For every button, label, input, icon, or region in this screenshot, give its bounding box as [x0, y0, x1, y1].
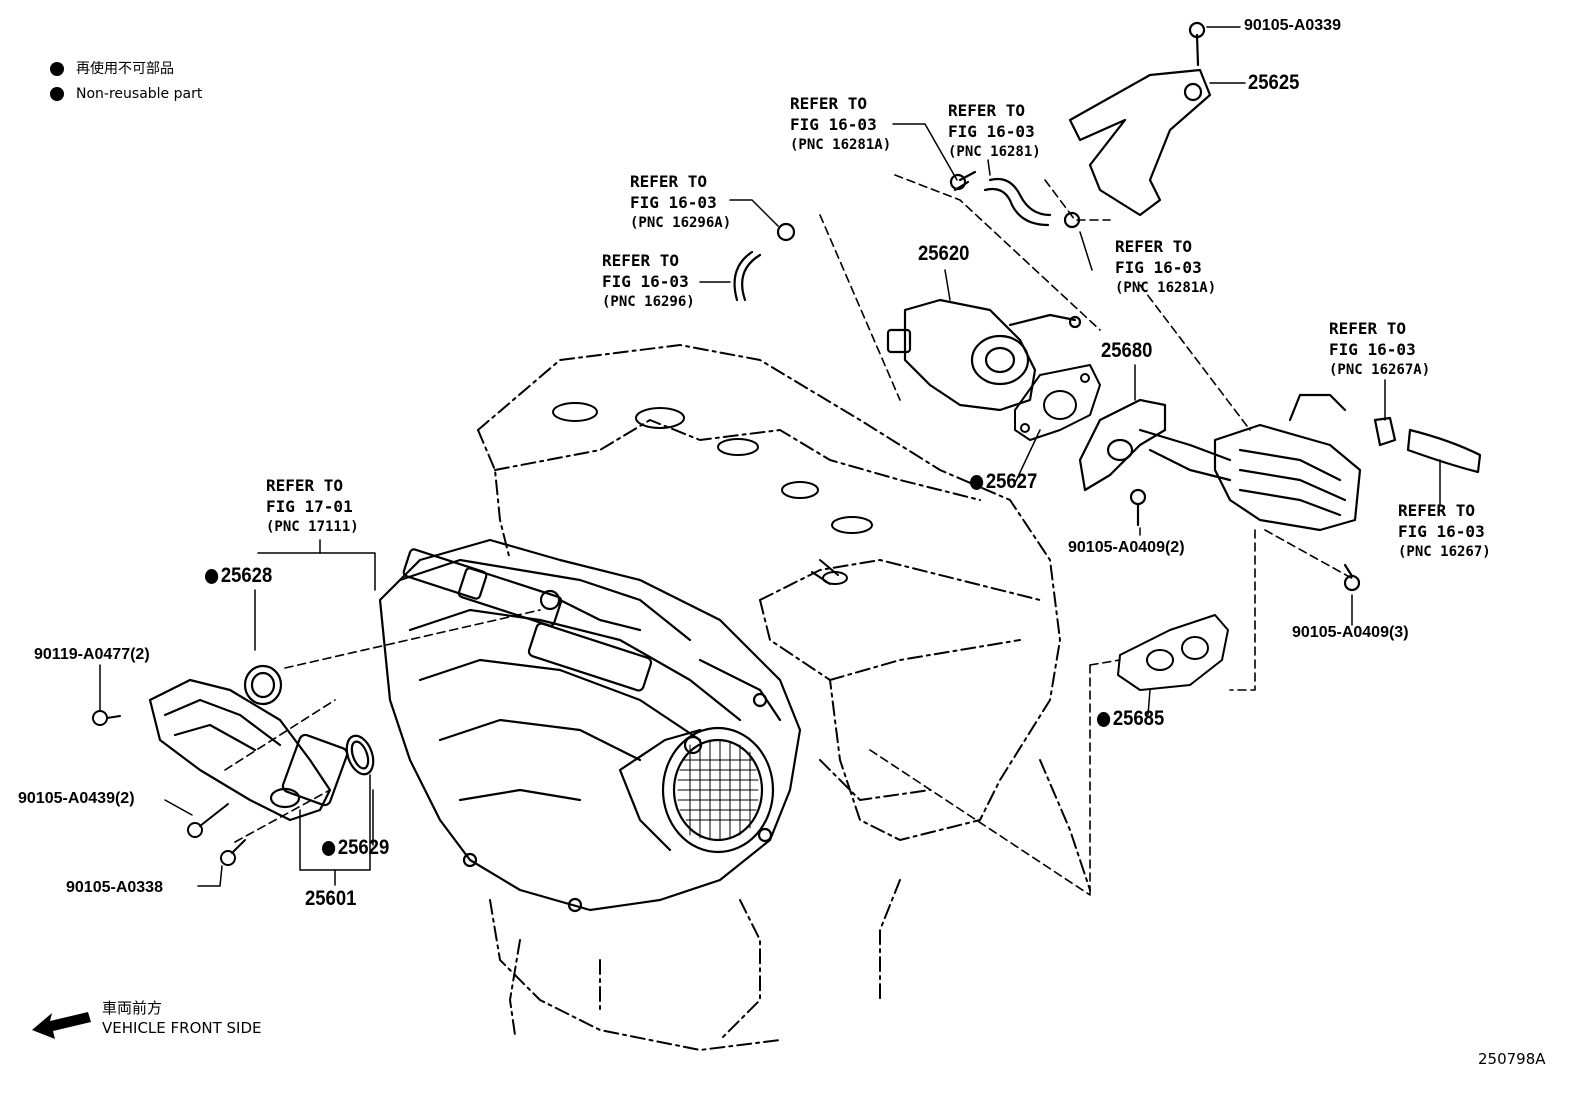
refer-line: FIG 16-03 — [1115, 258, 1202, 277]
refer-17111[interactable]: REFER TO FIG 17-01 (PNC 17111) — [266, 475, 359, 538]
vehicle-front-en: VEHICLE FRONT SIDE — [102, 1019, 262, 1037]
vehicle-front-jp: 車両前方 — [102, 999, 163, 1017]
refer-pnc: (PNC 16281A) — [790, 137, 892, 153]
bracket-25625 — [1068, 21, 1212, 217]
part-25627[interactable]: 25627 — [970, 471, 1037, 492]
legend-jp: 再使用不可部品 — [76, 60, 174, 77]
refer-line: FIG 16-03 — [602, 272, 689, 291]
part-25625[interactable]: 25625 — [1248, 71, 1300, 94]
legend-en: Non-reusable part — [76, 85, 203, 102]
part-90105-a0409-3[interactable]: 90105-A0409(3) — [1292, 624, 1409, 641]
part-25620[interactable]: 25620 — [918, 242, 970, 265]
engine-block-outline — [477, 344, 1091, 1051]
intake-manifold — [378, 538, 802, 913]
egr-valve-25620 — [886, 298, 1082, 412]
part-25628[interactable]: 25628 — [205, 565, 272, 586]
part-25680[interactable]: 25680 — [1101, 339, 1153, 362]
refer-pnc: (PNC 16296A) — [630, 215, 732, 231]
part-25601[interactable]: 25601 — [305, 887, 357, 910]
non-reusable-dot-icon — [970, 475, 984, 490]
non-reusable-dot-icon — [50, 61, 64, 76]
gasket-25627 — [1014, 364, 1101, 441]
throttle-body — [618, 726, 775, 854]
refer-line: REFER TO — [790, 94, 868, 113]
bolts-left — [92, 710, 246, 866]
front-arrow — [32, 1012, 91, 1039]
refer-line: REFER TO — [1115, 237, 1193, 256]
refer-16296[interactable]: REFER TO FIG 16-03 (PNC 16296) — [602, 250, 695, 313]
dashed-leaders — [224, 174, 1356, 896]
vehicle-front-label: 車両前方 VEHICLE FRONT SIDE — [102, 998, 262, 1038]
non-reusable-dot-icon — [205, 569, 219, 584]
egr-pipe-25680 — [1078, 398, 1232, 527]
refer-pnc: (PNC 16267A) — [1329, 362, 1431, 378]
refer-pnc: (PNC 16296) — [602, 294, 695, 310]
refer-line: REFER TO — [1398, 501, 1476, 520]
part-25629[interactable]: 25629 — [322, 837, 389, 858]
solid-leaders — [99, 26, 1441, 887]
part-number: 25627 — [985, 470, 1038, 493]
non-reusable-dot-icon — [50, 86, 64, 101]
part-number: 25629 — [337, 836, 390, 859]
egr-cooler — [1213, 393, 1362, 592]
part-25685[interactable]: 25685 — [1097, 708, 1164, 729]
refer-pnc: (PNC 17111) — [266, 519, 359, 535]
refer-16267a[interactable]: REFER TO FIG 16-03 (PNC 16267A) — [1329, 318, 1430, 381]
figure-code: 250798A — [1478, 1050, 1546, 1068]
refer-16281a-top[interactable]: REFER TO FIG 16-03 (PNC 16281A) — [790, 93, 891, 156]
part-90105-a0409-2[interactable]: 90105-A0409(2) — [1068, 539, 1185, 556]
part-90105-a0339[interactable]: 90105-A0339 — [1244, 17, 1341, 34]
refer-line: FIG 17-01 — [266, 497, 353, 516]
refer-line: REFER TO — [948, 101, 1026, 120]
part-number: 25685 — [1112, 707, 1165, 730]
refer-pnc: (PNC 16281) — [948, 144, 1041, 160]
refer-line: REFER TO — [602, 251, 680, 270]
hoses-and-clamps — [733, 170, 1482, 474]
refer-16281[interactable]: REFER TO FIG 16-03 (PNC 16281) — [948, 100, 1041, 163]
refer-line: FIG 16-03 — [1398, 522, 1485, 541]
legend: 再使用不可部品 Non-reusable part — [50, 56, 202, 106]
refer-pnc: (PNC 16267) — [1398, 544, 1491, 560]
refer-line: FIG 16-03 — [1329, 340, 1416, 359]
refer-16296a[interactable]: REFER TO FIG 16-03 (PNC 16296A) — [630, 171, 731, 234]
refer-16281a-mid[interactable]: REFER TO FIG 16-03 (PNC 16281A) — [1115, 236, 1216, 299]
refer-line: FIG 16-03 — [948, 122, 1035, 141]
cam-cover-ovals — [552, 402, 873, 585]
non-reusable-dot-icon — [1097, 712, 1111, 727]
refer-pnc: (PNC 16281A) — [1115, 280, 1217, 296]
non-reusable-dot-icon — [322, 841, 336, 856]
refer-line: REFER TO — [266, 476, 344, 495]
refer-line: FIG 16-03 — [790, 115, 877, 134]
part-90105-a0439-2[interactable]: 90105-A0439(2) — [18, 790, 135, 807]
part-number: 25628 — [220, 564, 273, 587]
gasket-25685 — [1117, 614, 1229, 691]
part-90119-a0477-2[interactable]: 90119-A0477(2) — [34, 646, 150, 663]
refer-line: REFER TO — [1329, 319, 1407, 338]
refer-16267[interactable]: REFER TO FIG 16-03 (PNC 16267) — [1398, 500, 1491, 563]
refer-line: FIG 16-03 — [630, 193, 717, 212]
refer-line: REFER TO — [630, 172, 708, 191]
manifold-bracket-25601 — [148, 664, 375, 822]
part-90105-a0338[interactable]: 90105-A0338 — [66, 879, 163, 896]
